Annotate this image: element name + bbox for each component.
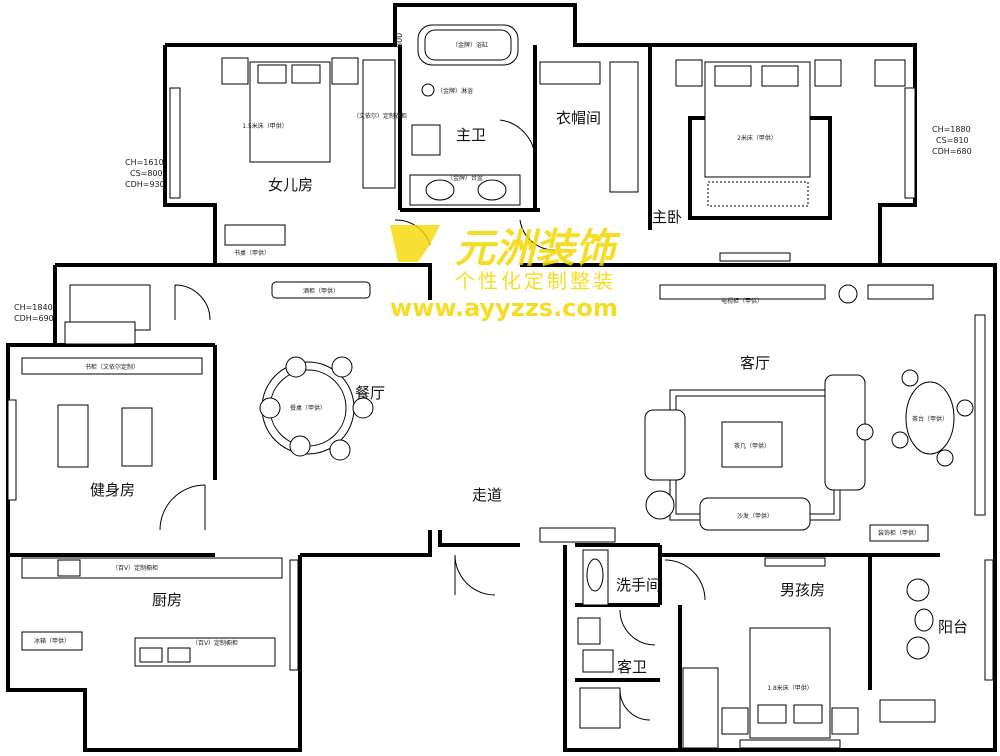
balcony: 阳台 [879,578,968,723]
wash-and-guest-bath: 洗手间 客卫 [539,527,661,729]
svg-text:装饰柜（甲供）: 装饰柜（甲供） [878,529,920,537]
watermark-logo: 元洲装饰 个性化定制整装 www.ayyzzs.com [390,225,621,322]
watermark-subtitle: 个性化定制整装 [455,269,616,293]
exercise-machine [121,407,153,467]
svg-text:（百V）定制橱柜: （百V）定制橱柜 [112,564,158,572]
bed-daughter [249,61,331,163]
label-balcony: 阳台 [938,618,968,636]
tv-cabinet [659,284,826,300]
gym: 书柜（文依尔定制） 健身房 [21,284,203,499]
treadmill [57,404,89,468]
svg-text:茶台（甲供）: 茶台（甲供） [912,415,948,423]
label-cloakroom: 衣帽间 [556,109,601,127]
svg-text:沙发（甲供）: 沙发（甲供） [737,512,773,520]
bed-daughter-label: 1.5米床（甲供） [242,122,288,130]
svg-text:（金牌）台盆: （金牌）台盆 [447,174,483,182]
svg-text:CS=810: CS=810 [936,136,969,145]
bathtub [417,24,519,66]
svg-text:书柜（文依尔定制）: 书柜（文依尔定制） [85,363,139,371]
logo-mark [390,225,440,262]
wine-cabinet [271,281,371,299]
kitchen-cabinet-top [21,557,283,579]
bookshelf [21,357,203,375]
walls [6,3,997,752]
sofa-bottom [699,497,811,531]
boy-room: 1.8米床（甲供） 男孩房 [682,557,859,749]
sofa-left [644,409,686,481]
label-corridor: 走道 [472,486,502,504]
ceiling-notes: CH=1610 CS=800 CDH=930 CH=1880 CS=810 CD… [14,125,972,323]
bed-boy [749,627,831,739]
label-master-bedroom: 主卧 [652,208,682,226]
svg-text:CDH=930: CDH=930 [125,180,165,189]
svg-text:800: 800 [395,33,404,48]
svg-text:书桌（甲供）: 书桌（甲供） [234,249,270,257]
bed-master [704,61,811,178]
svg-text:CH=1880: CH=1880 [932,125,971,134]
label-boy-room: 男孩房 [780,581,825,599]
svg-text:CDH=680: CDH=680 [932,147,972,156]
watermark-title: 元洲装饰 [455,226,621,272]
label-master-bath: 主卫 [456,126,486,144]
label-daughter-room: 女儿房 [268,176,313,194]
tea-table [905,381,955,455]
label-guest-bath: 客卫 [617,658,647,676]
svg-text:CS=800: CS=800 [130,169,163,178]
fridge [21,631,83,651]
watermark-url: www.ayyzzs.com [390,294,618,322]
svg-text:CH=1610: CH=1610 [125,158,164,167]
svg-text:1.8米床（甲供）: 1.8米床（甲供） [767,684,813,692]
svg-text:冰箱（甲供）: 冰箱（甲供） [34,637,70,645]
label-wash-room: 洗手间 [616,576,661,594]
windows [7,87,994,749]
svg-text:（金牌）浴缸: （金牌）浴缸 [452,41,488,49]
svg-text:2米床（甲供）: 2米床（甲供） [737,134,777,142]
svg-text:CH=1840: CH=1840 [14,303,53,312]
master-bath: （金牌）浴缸 （金牌）台盆 （金牌）淋浴 800 主卫 [395,24,521,206]
label-living: 客厅 [740,354,770,372]
kitchen: （百V）定制橱柜 冰箱（甲供） （百V）定制橱柜 厨房 [21,557,283,667]
daughter-room: 1.5米床（甲供） （文依尔）定制衣柜 书桌（甲供） 女儿房 [221,57,407,257]
label-kitchen: 厨房 [152,591,182,609]
svg-text:餐桌（甲供）: 餐桌（甲供） [290,404,326,412]
master-bedroom: 2米床（甲供） 主卧 [652,59,906,262]
svg-text:（文依尔）定制衣柜: （文依尔）定制衣柜 [353,112,407,120]
svg-text:酒柜（甲供）: 酒柜（甲供） [303,287,339,295]
label-gym: 健身房 [90,481,135,499]
coffee-table [721,421,783,468]
label-dining: 餐厅 [355,384,385,402]
svg-text:（金牌）淋浴: （金牌）淋浴 [437,87,473,95]
svg-text:电视柜（甲供）: 电视柜（甲供） [721,297,763,305]
dining-area: 酒柜（甲供） 餐桌（甲供） 餐厅 走道 [259,281,502,504]
kitchen-cabinet-bottom [134,637,276,667]
svg-text:CDH=690: CDH=690 [14,314,54,323]
living-area: 电视柜（甲供） 茶几（甲供） 沙发（甲供） 茶台（甲供） 装饰柜（甲供） 客厅 [644,284,974,542]
cloakroom: 衣帽间 [539,61,639,193]
svg-text:茶几（甲供）: 茶几（甲供） [734,442,770,450]
svg-text:（百V）定制橱柜: （百V）定制橱柜 [192,639,238,647]
